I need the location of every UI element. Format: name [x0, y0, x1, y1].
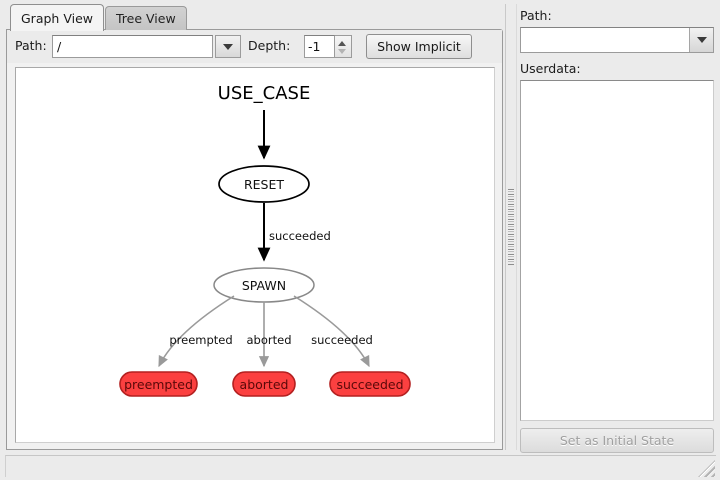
graph-frame: Path: / Depth: -1 Show Implicit [6, 29, 503, 450]
set-as-initial-state-button[interactable]: Set as Initial State [520, 428, 714, 453]
sidebar-path-dropdown-button[interactable] [689, 28, 713, 52]
chevron-down-icon [696, 37, 707, 43]
tab-tree-view[interactable]: Tree View [105, 6, 187, 30]
edge-spawn-preempted [158, 295, 235, 368]
node-aborted-label: aborted [240, 377, 289, 392]
path-label: Path: [15, 38, 47, 53]
edge-label-spawn-succeeded: succeeded [311, 333, 373, 347]
show-implicit-button-label: Show Implicit [377, 39, 461, 54]
node-succeeded[interactable] [329, 371, 411, 397]
depth-input-value: -1 [308, 39, 321, 54]
triangle-down-icon[interactable] [338, 49, 346, 54]
node-preempted[interactable] [119, 371, 198, 397]
node-reset[interactable] [218, 165, 310, 203]
node-aborted[interactable] [232, 371, 296, 397]
graph-view-panel: Graph View Tree View Path: / Depth: -1 [6, 4, 503, 450]
triangle-up-icon[interactable] [338, 41, 346, 46]
splitter-edge-left [505, 4, 506, 450]
sidebar-path-combobox[interactable] [520, 27, 714, 53]
splitter-grip-handle[interactable] [508, 189, 514, 265]
node-succeeded-label: succeeded [336, 377, 403, 392]
view-tab-bar: Graph View Tree View [6, 4, 503, 31]
node-preempted-label: preempted [124, 377, 193, 392]
path-input[interactable]: / [52, 35, 213, 58]
path-input-value: / [57, 39, 62, 54]
node-spawn-label: SPAWN [242, 278, 286, 293]
graph-toolbar: Path: / Depth: -1 Show Implicit [7, 30, 502, 63]
node-reset-label: RESET [244, 177, 284, 192]
depth-input[interactable]: -1 [304, 35, 335, 58]
tab-tree-view-label: Tree View [116, 11, 176, 26]
status-bar [5, 455, 716, 477]
edge-spawn-succeeded [293, 295, 370, 368]
graph-title: USE_CASE [218, 83, 311, 104]
userdata-textarea[interactable] [520, 80, 714, 421]
edge-label-reset-spawn: succeeded [269, 229, 331, 243]
userdata-label: Userdata: [520, 61, 581, 76]
details-panel: Path: Userdata: Set as Initial State [518, 4, 716, 453]
splitter-edge-right [516, 4, 517, 450]
edge-label-spawn-aborted: aborted [247, 333, 292, 347]
tab-graph-view-label: Graph View [21, 10, 93, 26]
depth-label: Depth: [248, 38, 291, 53]
chevron-down-icon [223, 43, 233, 50]
tab-graph-view[interactable]: Graph View [10, 4, 104, 31]
edge-label-spawn-preempted: preempted [169, 333, 232, 347]
show-implicit-button[interactable]: Show Implicit [366, 34, 472, 59]
resize-grip-icon[interactable] [698, 460, 715, 477]
sidebar-path-label: Path: [520, 8, 552, 23]
panel-splitter[interactable] [505, 4, 517, 450]
graph-canvas[interactable]: USE_CASE RESET succeeded SPAWN [15, 67, 495, 443]
depth-spinner[interactable] [335, 35, 352, 58]
state-machine-graph: USE_CASE RESET succeeded SPAWN [119, 83, 411, 397]
set-as-initial-state-label: Set as Initial State [559, 433, 675, 448]
path-dropdown-button[interactable] [215, 35, 241, 58]
